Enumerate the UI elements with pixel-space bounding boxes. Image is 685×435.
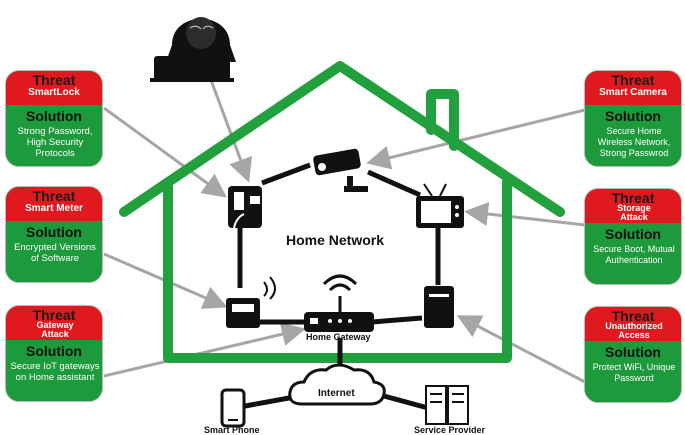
solution-text: Strong Password, High Security Protocols <box>17 126 93 159</box>
solution-text: Protect WiFi, Unique Password <box>592 362 676 383</box>
threat-band <box>6 306 102 340</box>
solution-band <box>585 343 681 402</box>
service-provider-label: Service Provider <box>414 425 486 435</box>
solution-band <box>6 342 102 401</box>
solution-title: Solution <box>605 226 661 242</box>
arrow-camera <box>366 108 586 170</box>
internet-label: Internet <box>318 388 355 399</box>
threat-target: Storage Attack <box>617 203 651 222</box>
threat-band <box>6 187 102 221</box>
card-gateway: Threat Gateway Attack Solution Secure Io… <box>5 305 103 402</box>
home-network-label: Home Network <box>286 232 385 248</box>
threat-band <box>585 71 681 105</box>
arrow-smartlock <box>103 106 227 198</box>
cloud-icon <box>288 363 386 406</box>
solution-title: Solution <box>26 224 82 240</box>
threat-target: Gateway Attack <box>36 320 74 339</box>
home-gateway-label: Home Gateway <box>306 332 371 342</box>
smart-lock-icon <box>228 186 262 229</box>
threat-title: Threat <box>611 190 655 206</box>
solution-band <box>6 107 102 166</box>
threat-title: Threat <box>611 72 655 88</box>
solution-text: Secure IoT gateways on Home assistant <box>10 361 100 383</box>
smart-phone-label: Smart Phone <box>204 425 260 435</box>
threat-title: Threat <box>32 188 76 204</box>
threat-title: Threat <box>611 308 655 324</box>
arrow-hacker <box>206 71 252 183</box>
storage-icon <box>424 286 454 328</box>
solution-title: Solution <box>26 108 82 124</box>
arrow-storage <box>464 202 586 227</box>
network-links <box>233 162 441 411</box>
solution-text: Secure Home Wireless Network, Strong Pas… <box>597 126 671 158</box>
smart-meter-icon <box>226 276 276 328</box>
threat-target: Unauthorized Access <box>605 321 663 340</box>
arrow-unauth <box>456 315 586 384</box>
hacker-icon <box>150 17 236 82</box>
card-smartlock: Threat SmartLock Solution Strong Passwor… <box>5 70 103 167</box>
smart-camera-icon <box>313 148 368 192</box>
tv-icon <box>416 183 464 228</box>
card-unauth: Threat Unauthorized Access Solution Prot… <box>584 306 682 403</box>
server-icon <box>425 385 469 425</box>
card-smartmeter: Threat Smart Meter Solution Encrypted Ve… <box>5 186 103 283</box>
smart-phone-icon <box>220 388 246 428</box>
threat-target: Smart Camera <box>599 87 667 98</box>
solution-band <box>585 225 681 284</box>
solution-title: Solution <box>26 343 82 359</box>
solution-text: Encrypted Versions of Software <box>14 242 96 264</box>
threat-target: SmartLock <box>28 87 80 98</box>
threat-target: Smart Meter <box>25 203 83 214</box>
card-camera: Threat Smart Camera Solution Secure Home… <box>584 70 682 167</box>
router-icon <box>304 274 374 332</box>
threat-title: Threat <box>32 307 76 323</box>
threat-title: Threat <box>32 72 76 88</box>
solution-text: Secure Boot, Mutual Authentication <box>593 244 675 265</box>
solution-title: Solution <box>605 344 661 360</box>
solution-title: Solution <box>605 108 661 124</box>
card-storage: Threat Storage Attack Solution Secure Bo… <box>584 188 682 285</box>
threat-band <box>585 307 681 341</box>
solution-band <box>585 107 681 166</box>
threat-band <box>585 189 681 223</box>
solution-band <box>6 223 102 282</box>
threat-band <box>6 71 102 105</box>
